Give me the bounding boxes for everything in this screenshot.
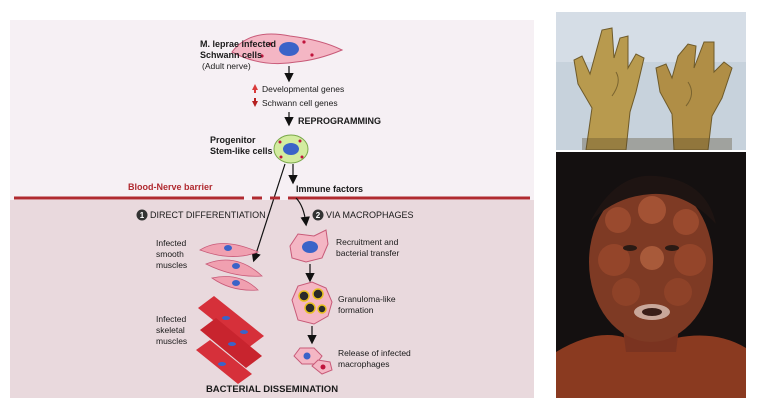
macrophage-step-2-line-1: Granuloma-like <box>338 294 396 304</box>
pathway-2-number: 2 <box>316 211 321 220</box>
leprosy-pathogenesis-diagram: M. leprae infected Schwann cells (Adult … <box>10 20 534 398</box>
gene-change-1: Developmental genes <box>262 84 344 94</box>
skeletal-muscle-fibers <box>196 296 264 384</box>
arrow-direct-differentiation <box>251 163 286 263</box>
infected-schwann-cell <box>231 33 344 65</box>
up-arrow-icon <box>252 84 258 93</box>
lower-region <box>10 200 534 398</box>
smooth-muscle-cells <box>199 243 263 291</box>
gene-change-2: Schwann cell genes <box>262 98 338 108</box>
pathway-1-label: DIRECT DIFFERENTIATION <box>150 210 266 220</box>
macrophage-cell <box>289 229 329 263</box>
leprosy-hands-photo <box>556 12 746 150</box>
immune-factors-label: Immune factors <box>296 184 363 194</box>
arrow-macrophage-path <box>295 197 310 227</box>
released-macrophages <box>293 347 333 375</box>
top-cell-line-2: Schwann cells <box>200 50 262 60</box>
macrophage-step-2-line-2: formation <box>338 305 374 315</box>
macrophage-step-3-line-1: Release of infected <box>338 348 411 358</box>
smooth-muscle-line-1: Infected <box>156 238 187 248</box>
pathway-1-number: 1 <box>140 211 145 220</box>
top-cell-line-3: (Adult nerve) <box>202 61 251 71</box>
skeletal-muscle-line-3: muscles <box>156 336 187 346</box>
pathway-2-badge <box>312 209 324 221</box>
smooth-muscle-line-2: smooth <box>156 249 184 259</box>
progenitor-line-2: Stem-like cells <box>210 146 273 156</box>
footer-label: BACTERIAL DISSEMINATION <box>206 384 338 395</box>
macrophage-step-1-line-2: bacterial transfer <box>336 248 399 258</box>
macrophage-step-3-line-2: macrophages <box>338 359 390 369</box>
leprosy-face-photo <box>556 152 746 398</box>
pathway-2-label: VIA MACROPHAGES <box>326 210 414 220</box>
macrophage-step-1-line-1: Recruitment and <box>336 237 399 247</box>
pathway-1-badge <box>136 209 148 221</box>
skeletal-muscle-line-2: skeletal <box>156 325 185 335</box>
granuloma <box>291 281 333 325</box>
smooth-muscle-line-3: muscles <box>156 260 187 270</box>
reprogramming-label: REPROGRAMMING <box>298 116 381 126</box>
barrier-label: Blood-Nerve barrier <box>128 182 213 192</box>
progenitor-line-1: Progenitor <box>210 135 256 145</box>
down-arrow-icon <box>252 98 258 107</box>
skeletal-muscle-line-1: Infected <box>156 314 187 324</box>
progenitor-cell <box>273 134 309 164</box>
top-cell-line-1: M. leprae infected <box>200 39 276 49</box>
